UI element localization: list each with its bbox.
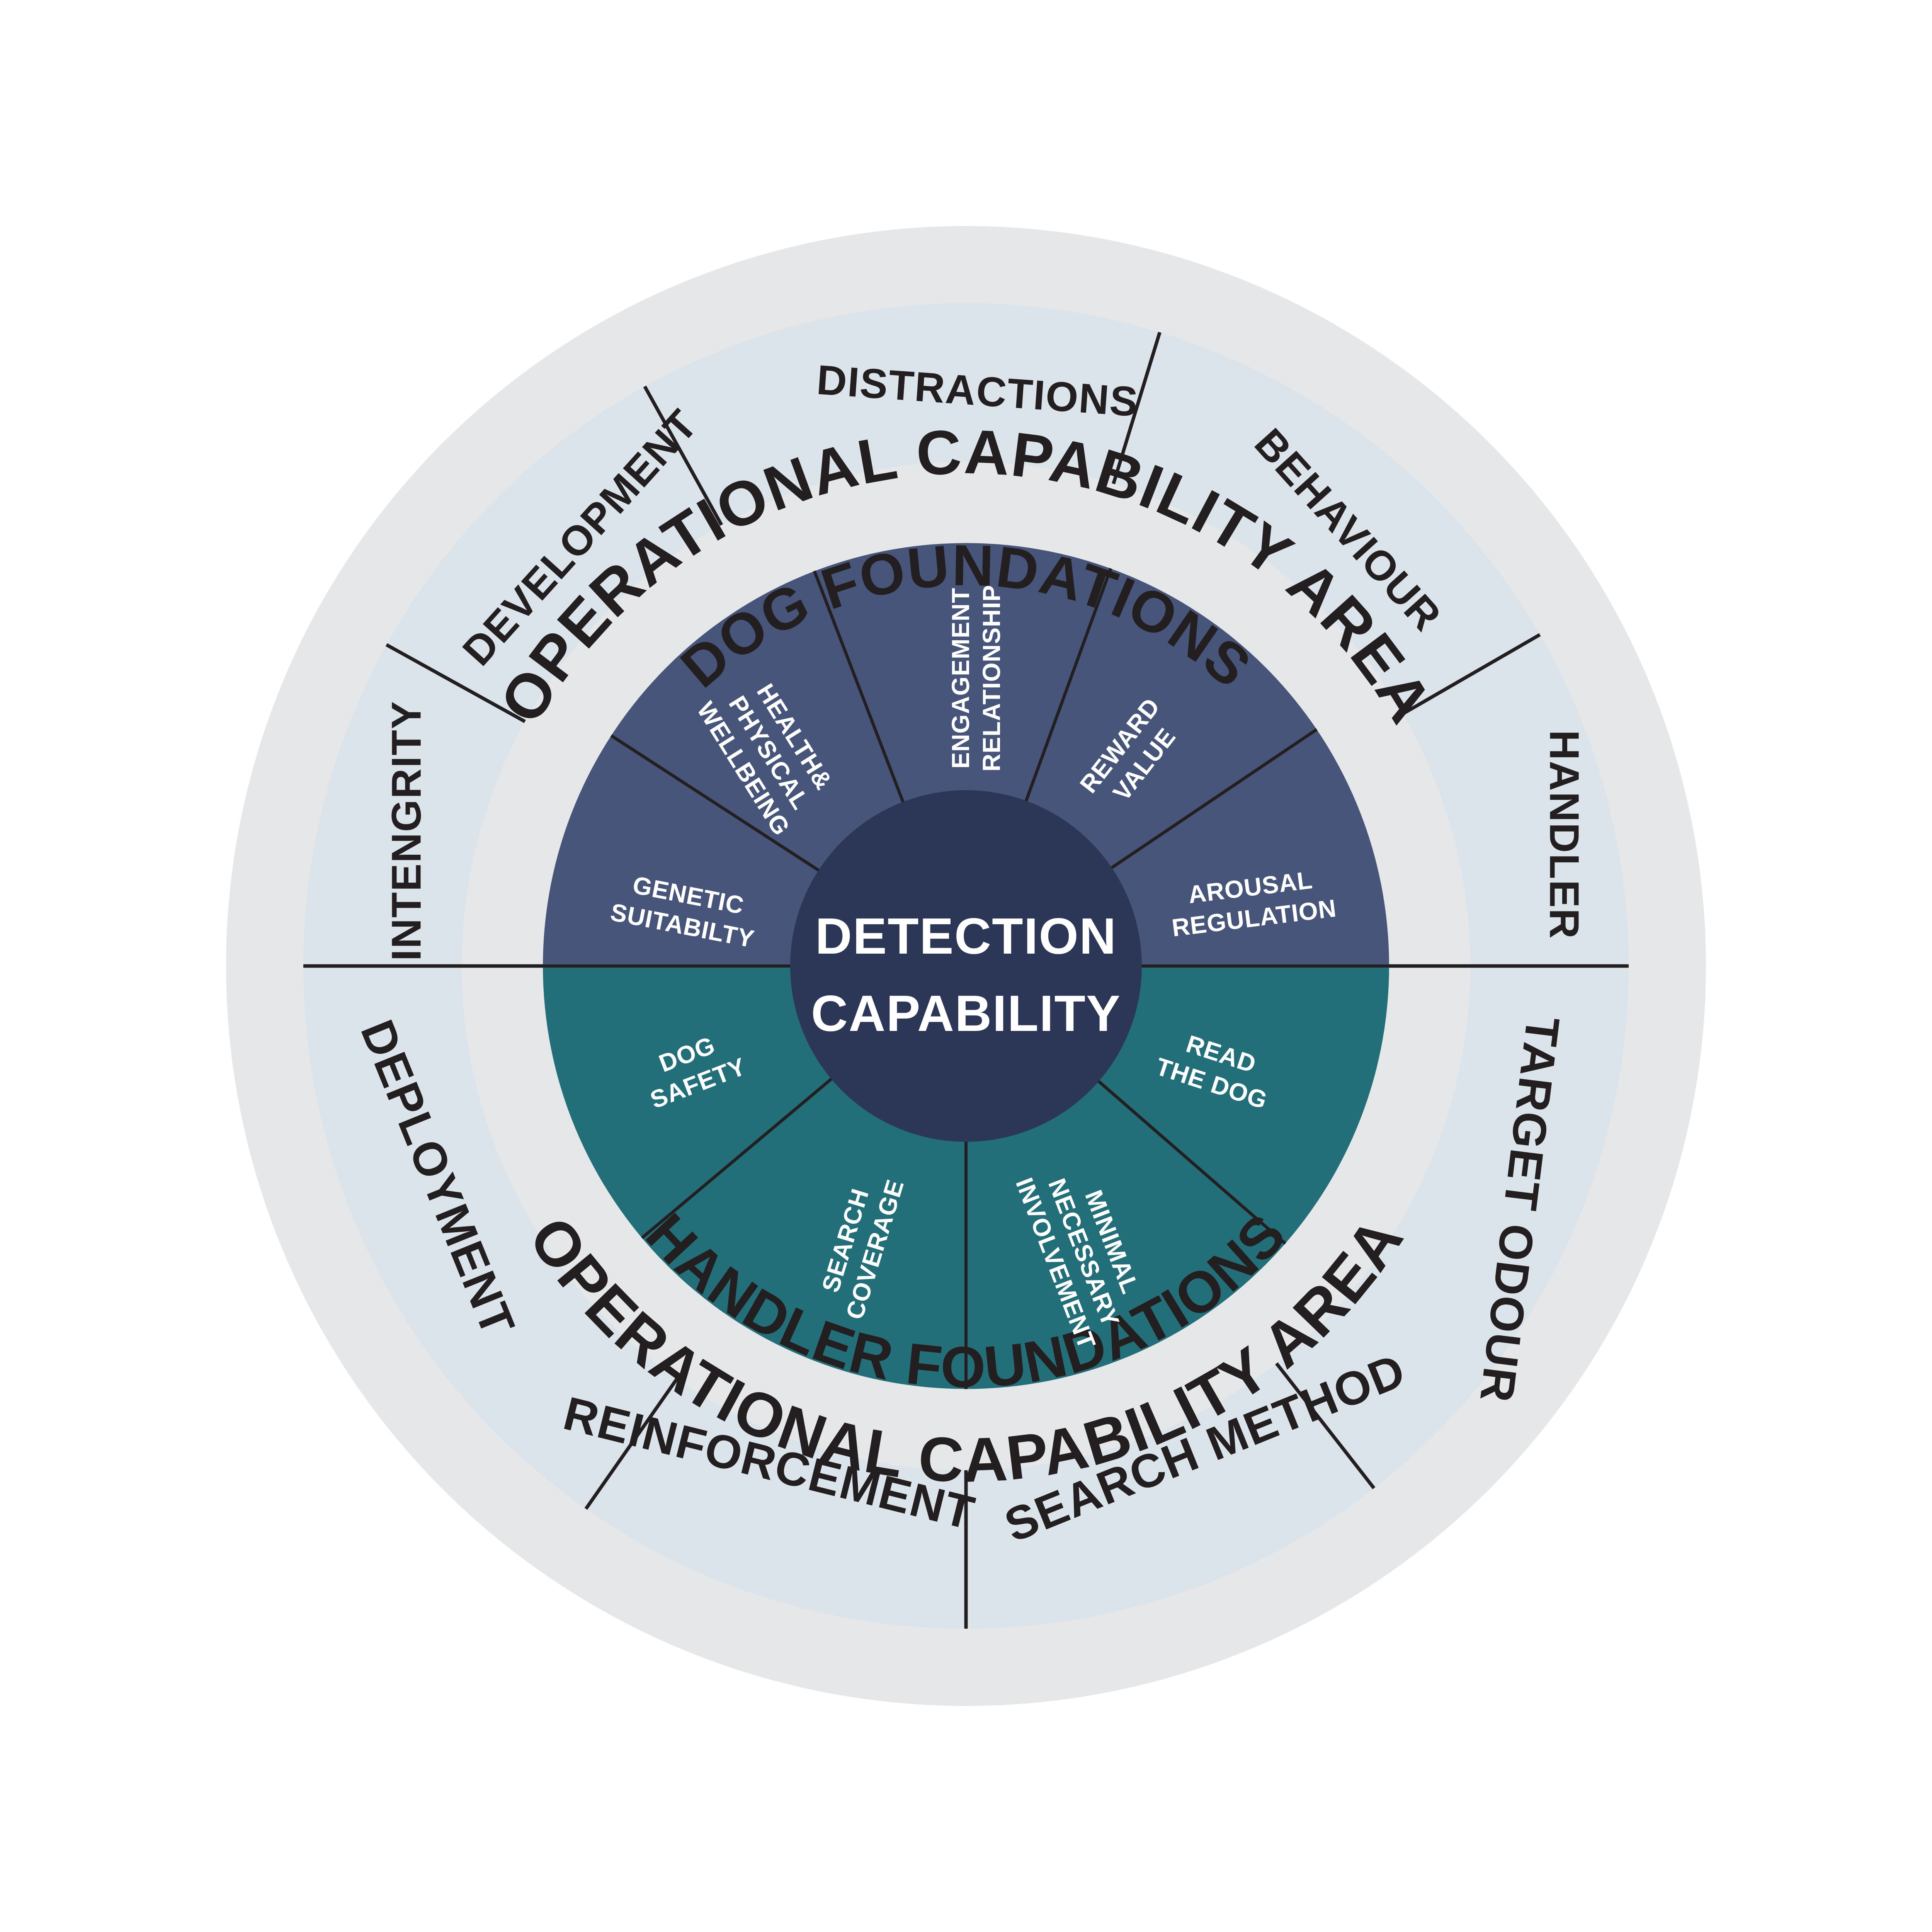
divider-reward-arousal	[1106, 728, 1318, 872]
divider-genetic-health	[610, 734, 825, 875]
center-label-line1: DETECTION	[815, 908, 1117, 964]
divider-engagement-reward	[1022, 568, 1112, 807]
dog-foundations-sector	[543, 543, 1389, 966]
detection-capability-center	[790, 790, 1142, 1142]
divider-safety-coverage	[641, 1074, 837, 1239]
divider-behaviour-handler	[1401, 633, 1541, 716]
divider-deployment-reinforcement	[584, 1378, 679, 1510]
divider-distractions-behaviour	[1112, 332, 1162, 485]
operational-area-handler: HANDLER	[1541, 730, 1588, 939]
center-label-line2: CAPABILITY	[811, 985, 1121, 1042]
divider-integrity-development	[385, 643, 526, 723]
divider-involvement-read	[1093, 1076, 1287, 1245]
divider-health-engagement	[813, 570, 907, 808]
divider-search-method-target-odour	[1275, 1362, 1376, 1490]
divider-development-distractions	[643, 385, 723, 526]
operational-area-intengrity: INTENGRITY	[383, 701, 430, 961]
